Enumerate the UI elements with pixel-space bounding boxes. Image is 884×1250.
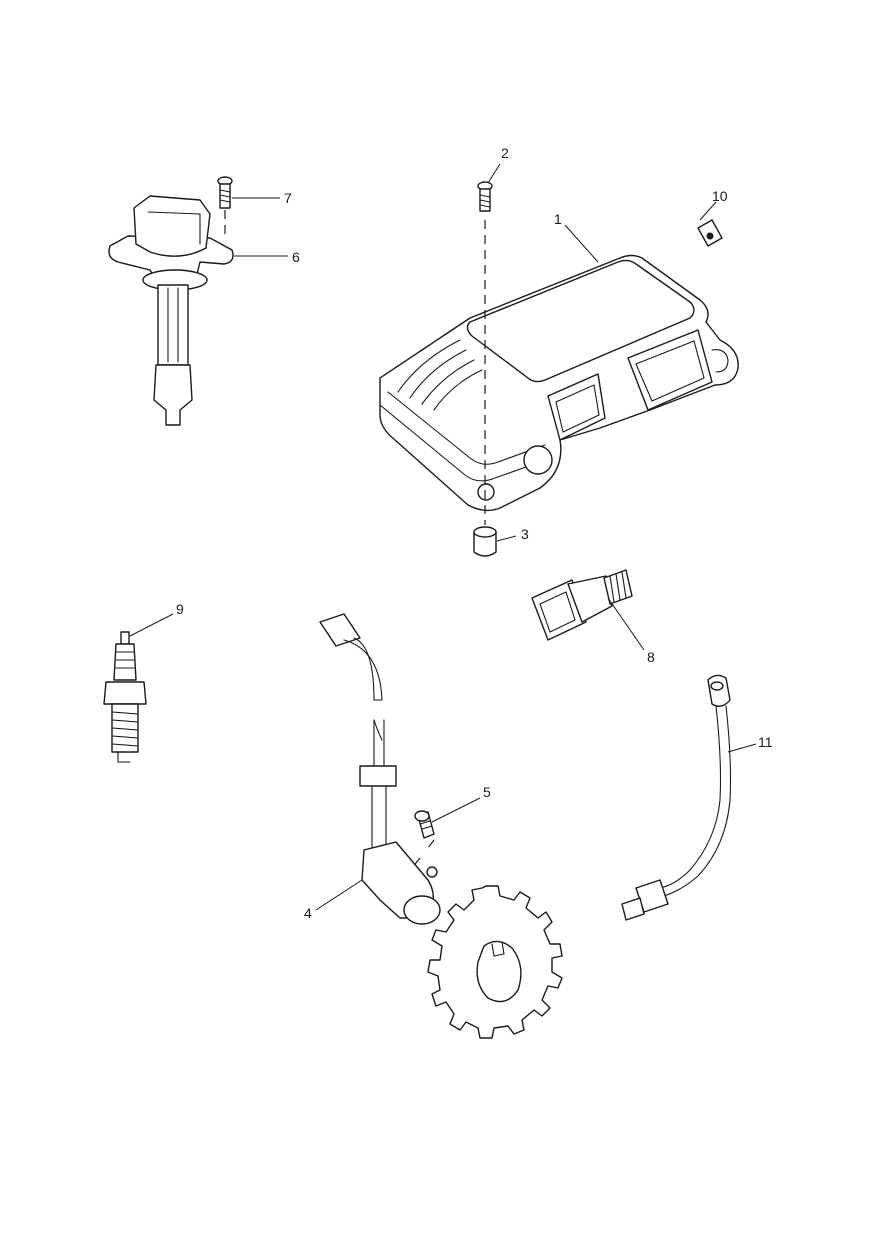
ecu-module (379, 254, 739, 512)
reluctor-ring (427, 885, 563, 1039)
sensor-switch (531, 569, 633, 641)
ignition-coil (108, 195, 234, 426)
leader-lines (129, 163, 757, 911)
clip (697, 219, 723, 247)
callout-5: 5 (483, 784, 491, 800)
callout-7: 7 (284, 190, 292, 206)
callout-9: 9 (176, 601, 184, 617)
callout-3: 3 (521, 526, 529, 542)
callout-labels: 1 2 3 4 5 6 7 8 9 10 11 (176, 145, 773, 921)
callout-2: 2 (501, 145, 509, 161)
temp-sensor (621, 674, 732, 921)
sensor-bolt (411, 810, 435, 869)
spark-plug (103, 631, 147, 763)
callout-1: 1 (554, 211, 562, 227)
crank-sensor (319, 613, 441, 925)
callout-6: 6 (292, 249, 300, 265)
spacer (473, 526, 497, 557)
callout-8: 8 (647, 649, 655, 665)
callout-4: 4 (304, 905, 312, 921)
callout-11: 11 (758, 734, 773, 750)
coil-screw (217, 176, 233, 236)
callout-10: 10 (712, 188, 728, 204)
ecu-screw (477, 181, 493, 212)
